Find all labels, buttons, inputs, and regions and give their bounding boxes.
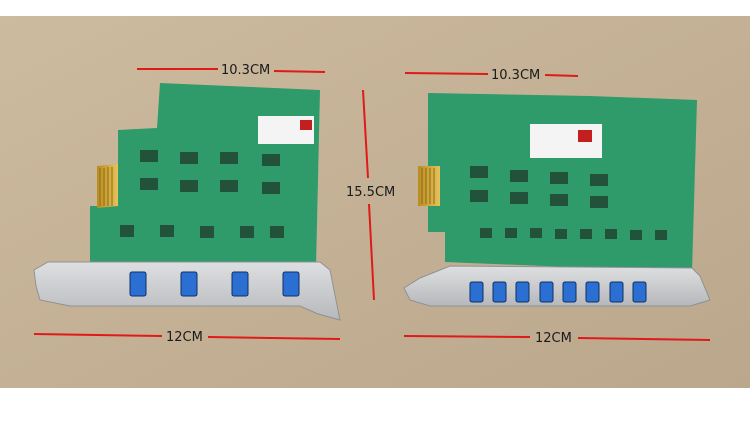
- right-usb-ports: [469, 281, 647, 303]
- left-bracket-length-label: 12CM: [166, 330, 203, 345]
- right-gold-contacts: [418, 166, 440, 206]
- right-card: [403, 93, 711, 307]
- right-width-line: [404, 72, 489, 75]
- right-bracket-length-label: 12CM: [535, 331, 572, 346]
- measurement-lines: [33, 68, 711, 341]
- right-width-label: 10.3CM: [491, 68, 540, 83]
- left-card: [33, 83, 341, 321]
- right-bracket: [403, 265, 711, 307]
- height-line: [362, 89, 369, 179]
- right-bracket-line: [403, 335, 531, 338]
- height-label: 15.5CM: [346, 185, 395, 200]
- left-usb-ports: [129, 271, 300, 297]
- left-bracket-line: [33, 333, 163, 337]
- left-width-label: 10.3CM: [221, 63, 270, 78]
